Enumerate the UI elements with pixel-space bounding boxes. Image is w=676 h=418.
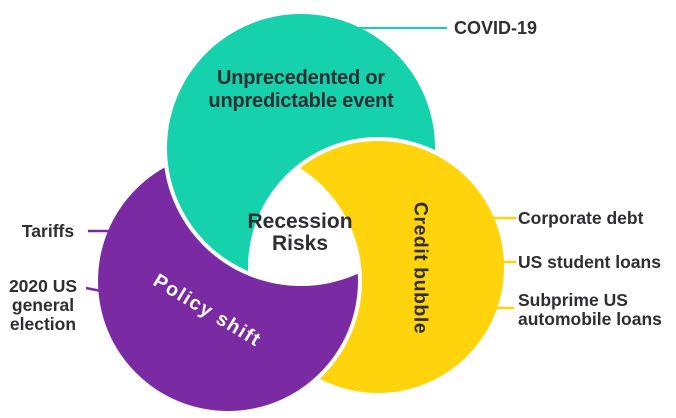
callout-covid19: COVID-19	[454, 18, 538, 38]
callout-2020-election-line2: general	[11, 295, 75, 315]
callout-subprime-auto-loans-line2: automobile loans	[518, 309, 662, 329]
credit-segment-shape	[252, 141, 504, 393]
callout-2020-election-line3: election	[9, 314, 77, 334]
event-segment-label: Unprecedented or unpredictable event	[151, 67, 451, 113]
callout-subprime-auto-loans-line1: Subprime US	[518, 290, 628, 310]
callout-us-student-loans: US student loans	[518, 252, 661, 272]
callout-tariffs: Tariffs	[21, 221, 75, 241]
event-segment-label-line1: Unprecedented or	[217, 67, 385, 89]
callout-subprime-auto-loans: Subprime US automobile loans	[518, 291, 662, 329]
event-segment-label-line2: unpredictable event	[208, 90, 394, 112]
callout-corporate-debt: Corporate debt	[518, 208, 644, 228]
center-title-line1: Recession	[247, 210, 353, 233]
callout-2020-election: 2020 US general election	[0, 277, 86, 334]
credit-segment-label: Credit bubble	[409, 201, 432, 335]
center-title-line2: Risks	[271, 232, 329, 255]
center-title: Recession Risks	[230, 211, 370, 255]
callout-2020-election-line1: 2020 US	[8, 276, 78, 296]
